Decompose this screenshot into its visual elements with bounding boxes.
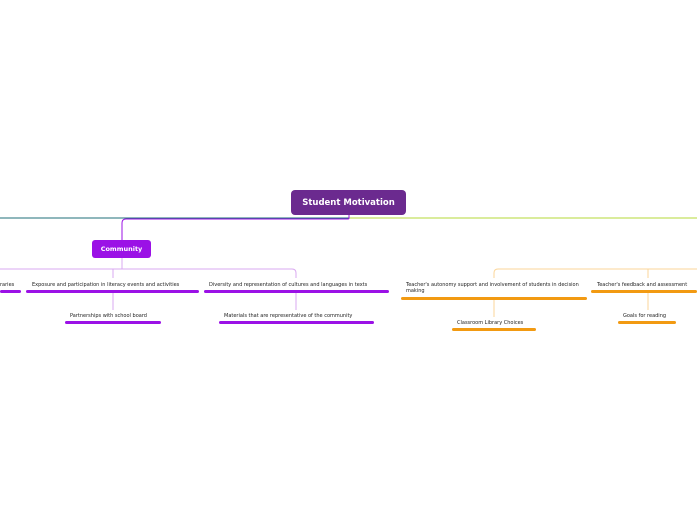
community-node[interactable]: Community bbox=[92, 240, 151, 258]
root-label: Student Motivation bbox=[302, 197, 395, 208]
subtopic-materials[interactable]: Materials that are representative of the… bbox=[224, 313, 353, 319]
subtopic-library-choices-underline bbox=[452, 328, 536, 331]
subtopic-materials-underline bbox=[219, 321, 374, 324]
connector-root-community bbox=[121, 215, 350, 240]
root-node[interactable]: Student Motivation bbox=[291, 190, 406, 215]
topic-exposure-underline bbox=[26, 290, 199, 293]
subtopic-goals[interactable]: Goals for reading bbox=[623, 313, 667, 319]
connector-community-topics bbox=[0, 258, 297, 278]
topic-exposure[interactable]: Exposure and participation in literacy e… bbox=[32, 282, 180, 288]
topic-autonomy[interactable]: Teacher's autonomy support and involveme… bbox=[406, 282, 579, 294]
topic-feedback[interactable]: Teacher's feedback and assessment bbox=[597, 282, 688, 288]
subtopic-goals-underline bbox=[618, 321, 676, 324]
topic-feedback-underline bbox=[591, 290, 697, 293]
community-label: Community bbox=[100, 245, 143, 253]
subtopic-partnerships[interactable]: Partnerships with school board bbox=[70, 313, 147, 319]
topic-autonomy-underline bbox=[401, 297, 587, 300]
connector-teacher-topics bbox=[493, 268, 697, 278]
subtopic-library-choices[interactable]: Classroom Library Choices bbox=[457, 320, 524, 326]
topic-diversity[interactable]: Diversity and representation of cultures… bbox=[209, 282, 368, 288]
subtopic-partnerships-underline bbox=[65, 321, 161, 324]
topic-libraries-underline bbox=[0, 290, 21, 293]
topic-diversity-underline bbox=[204, 290, 389, 293]
topic-libraries[interactable]: raries bbox=[0, 282, 15, 288]
connector-root-left bbox=[0, 215, 350, 219]
